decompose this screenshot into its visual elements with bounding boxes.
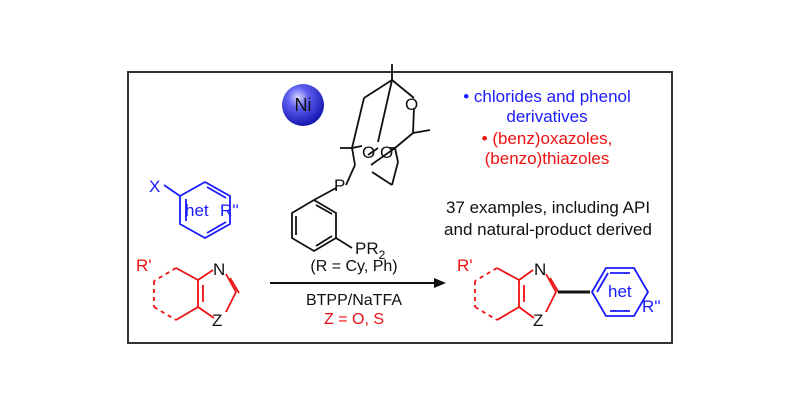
phosphaadamantane-cage [340,64,431,186]
summary-line-1: 37 examples, including API [446,198,650,217]
ligand-note: (R = Cy, Ph) [310,258,397,275]
substituent-r1: R' [136,256,152,275]
product-aryl [590,267,650,317]
nickel-sphere: Ni [282,84,324,126]
scheme-frame [127,71,673,344]
product-het-label: het [608,282,632,301]
phenylene-ring [291,187,353,253]
oxygen-bridge-2: O [380,143,393,162]
leaving-group-x: X [149,177,160,196]
product-nitrogen: N [534,260,546,279]
summary-line-2: and natural-product derived [444,220,652,239]
azole-heteroatom-z: Z [212,311,222,330]
z-definition: Z = O, S [324,311,384,328]
azole-substrate [153,267,240,321]
oxygen-top: O [405,95,418,114]
base-conditions: BTPP/NaTFA [306,292,402,309]
aryl-substrate [163,180,231,240]
scope-note-2: derivatives [506,107,587,126]
oxygen-bridge: O [362,143,375,162]
phosphine-group: PR2 [355,239,386,262]
product-substituent-r1: R' [457,256,473,275]
het-label: het [185,201,209,220]
phosphorus-cage: P [334,176,345,195]
nickel-label: Ni [295,95,312,115]
scope-note-4: (benzo)thiazoles [485,149,610,168]
scope-note-1: • chlorides and phenol [463,87,631,106]
scope-note-3: • (benz)oxazoles, [482,129,613,148]
reaction-arrow [270,278,446,288]
substituent-r2: R'' [220,201,239,220]
azole-nitrogen: N [213,260,225,279]
product-azole [474,267,560,321]
product-substituent-r2: R'' [642,297,661,316]
product-heteroatom-z: Z [533,311,543,330]
